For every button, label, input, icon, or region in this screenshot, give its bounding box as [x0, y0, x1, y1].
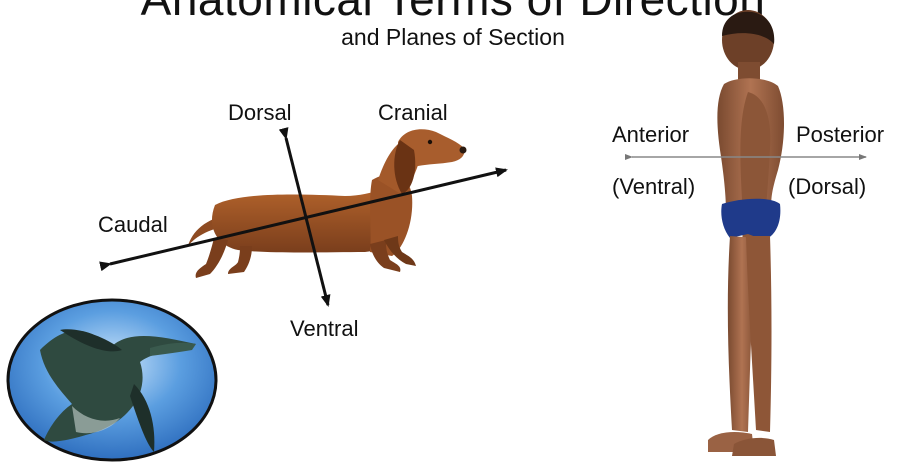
page-subtitle: and Planes of Section — [341, 24, 565, 50]
dorsal-label: Dorsal — [228, 100, 292, 125]
dorsal-ventral-arrow — [278, 127, 331, 307]
penguin-image — [6, 298, 218, 462]
dorsal-paren-label: (Dorsal) — [788, 174, 867, 199]
ventral-label: Ventral — [290, 316, 359, 341]
cranial-label: Cranial — [378, 100, 448, 125]
dachshund-image — [188, 129, 467, 278]
posterior-label: Posterior — [796, 122, 885, 147]
page-title: Anatomical Terms of Direction — [0, 0, 906, 26]
human-figure-image — [708, 10, 784, 456]
caudal-label: Caudal — [98, 212, 168, 237]
anterior-label: Anterior — [612, 122, 690, 147]
ventral-paren-label: (Ventral) — [612, 174, 696, 199]
